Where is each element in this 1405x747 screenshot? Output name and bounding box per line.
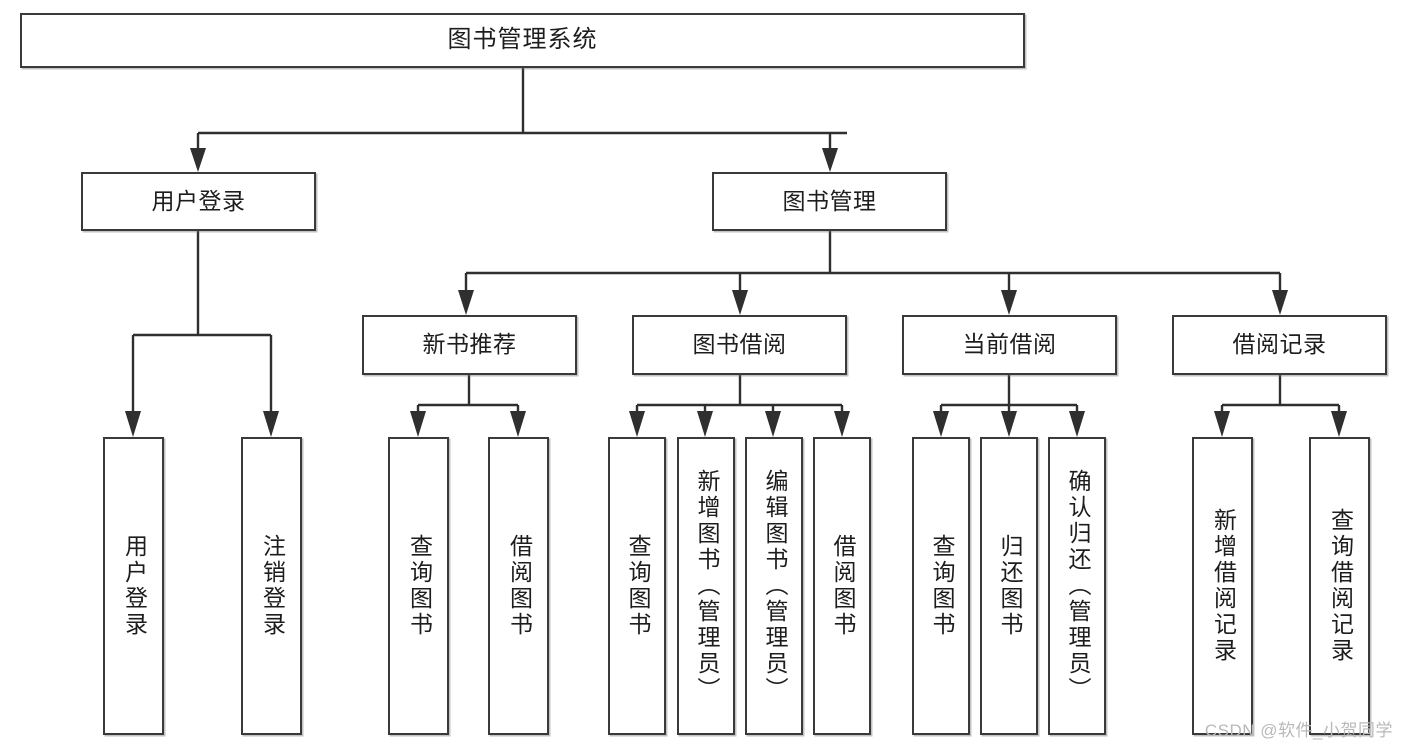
node-label: 图书借阅 (692, 331, 787, 358)
leaf-query-book-recommend[interactable]: 查询图书 (388, 437, 449, 735)
node-label: 查询图书 (928, 534, 955, 638)
leaf-user-login[interactable]: 用户登录 (103, 437, 164, 735)
leaf-confirm-return[interactable]: 确认归还（管理员） (1048, 437, 1106, 735)
node-label: 借阅图书 (506, 534, 533, 638)
node-book-manage[interactable]: 图书管理 (712, 172, 947, 231)
node-label: 当前借阅 (962, 331, 1057, 358)
node-borrow-record[interactable]: 借阅记录 (1172, 315, 1387, 375)
leaf-return-book[interactable]: 归还图书 (980, 437, 1038, 735)
leaf-query-book-borrow[interactable]: 查询图书 (608, 437, 666, 735)
node-user-login[interactable]: 用户登录 (81, 172, 316, 231)
leaf-add-borrow-record[interactable]: 新增借阅记录 (1192, 437, 1253, 735)
node-label: 新增图书（管理员） (693, 469, 720, 703)
node-new-book-recommend[interactable]: 新书推荐 (362, 315, 577, 375)
node-label: 确认归还（管理员） (1064, 469, 1091, 703)
node-label: 归还图书 (996, 534, 1023, 638)
node-label: 借阅记录 (1232, 331, 1327, 358)
leaf-edit-book[interactable]: 编辑图书（管理员） (745, 437, 803, 735)
node-label: 注销登录 (259, 534, 286, 638)
leaf-query-book-current[interactable]: 查询图书 (912, 437, 970, 735)
node-label: 借阅图书 (829, 534, 856, 638)
node-label: 用户登录 (151, 187, 246, 214)
node-label: 查询图书 (406, 534, 433, 638)
node-label: 新增借阅记录 (1210, 508, 1237, 664)
node-label: 编辑图书（管理员） (761, 469, 788, 703)
node-label: 查询借阅记录 (1327, 508, 1354, 664)
node-label: 用户登录 (121, 534, 148, 638)
leaf-borrow-book[interactable]: 借阅图书 (813, 437, 871, 735)
node-label: 图书管理 (782, 187, 877, 214)
leaf-query-borrow-record[interactable]: 查询借阅记录 (1309, 437, 1370, 735)
node-book-borrow[interactable]: 图书借阅 (632, 315, 847, 375)
leaf-add-book[interactable]: 新增图书（管理员） (677, 437, 735, 735)
node-label: 图书管理系统 (447, 26, 598, 54)
csdn-watermark: CSDN @软件_小贺同学 (1204, 721, 1393, 740)
node-label: 查询图书 (624, 534, 651, 638)
leaf-logout[interactable]: 注销登录 (241, 437, 302, 735)
node-root-system[interactable]: 图书管理系统 (20, 13, 1025, 68)
node-current-borrow[interactable]: 当前借阅 (902, 315, 1117, 375)
leaf-borrow-book-recommend[interactable]: 借阅图书 (488, 437, 549, 735)
node-label: 新书推荐 (422, 331, 517, 358)
